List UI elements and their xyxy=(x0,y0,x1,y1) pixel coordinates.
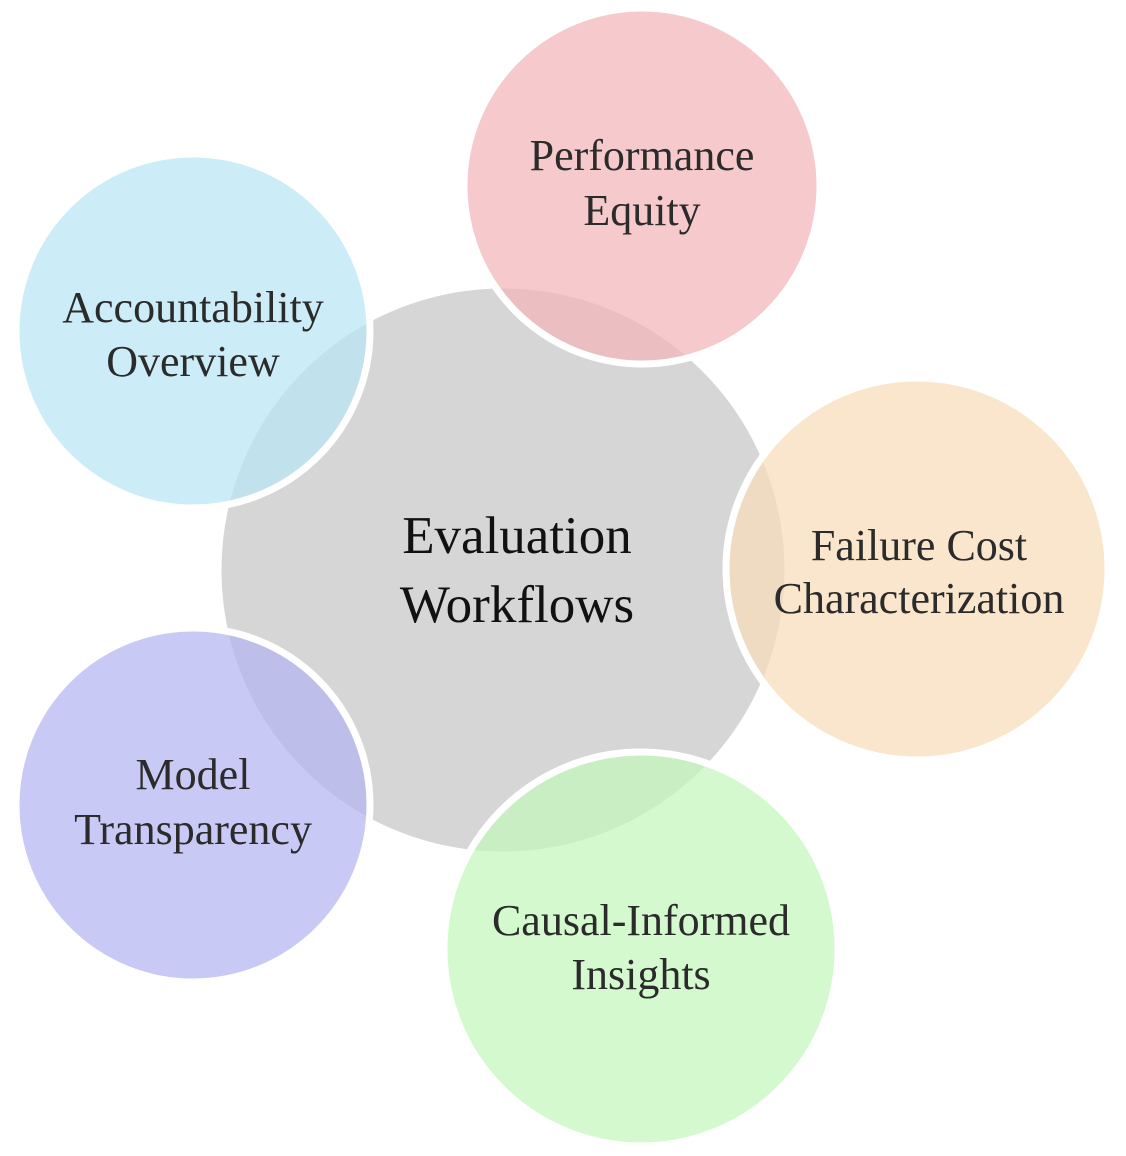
failure-cost-circle xyxy=(722,374,1112,764)
causal-informed-label-line2: Insights xyxy=(571,950,710,999)
causal-informed-circle xyxy=(440,748,842,1150)
failure-cost-label-line2: Characterization xyxy=(774,574,1065,623)
failure-cost-label-line1: Failure Cost xyxy=(811,521,1027,570)
accountability-circle xyxy=(12,150,374,512)
model-transparency-label-line2: Transparency xyxy=(74,805,312,854)
performance-equity-circle xyxy=(460,4,824,368)
performance-equity-label-line1: Performance xyxy=(530,131,755,180)
center-label-line1: Evaluation xyxy=(402,507,632,565)
model-transparency-label-line1: Model xyxy=(136,750,251,799)
accountability-label-line1: Accountability xyxy=(62,283,324,332)
accountability-label-line2: Overview xyxy=(106,337,280,386)
model-transparency-circle xyxy=(12,624,374,986)
performance-equity-label-line2: Equity xyxy=(583,186,700,235)
center-label-line2: Workflows xyxy=(400,576,634,634)
causal-informed-label-line1: Causal-Informed xyxy=(492,896,790,945)
